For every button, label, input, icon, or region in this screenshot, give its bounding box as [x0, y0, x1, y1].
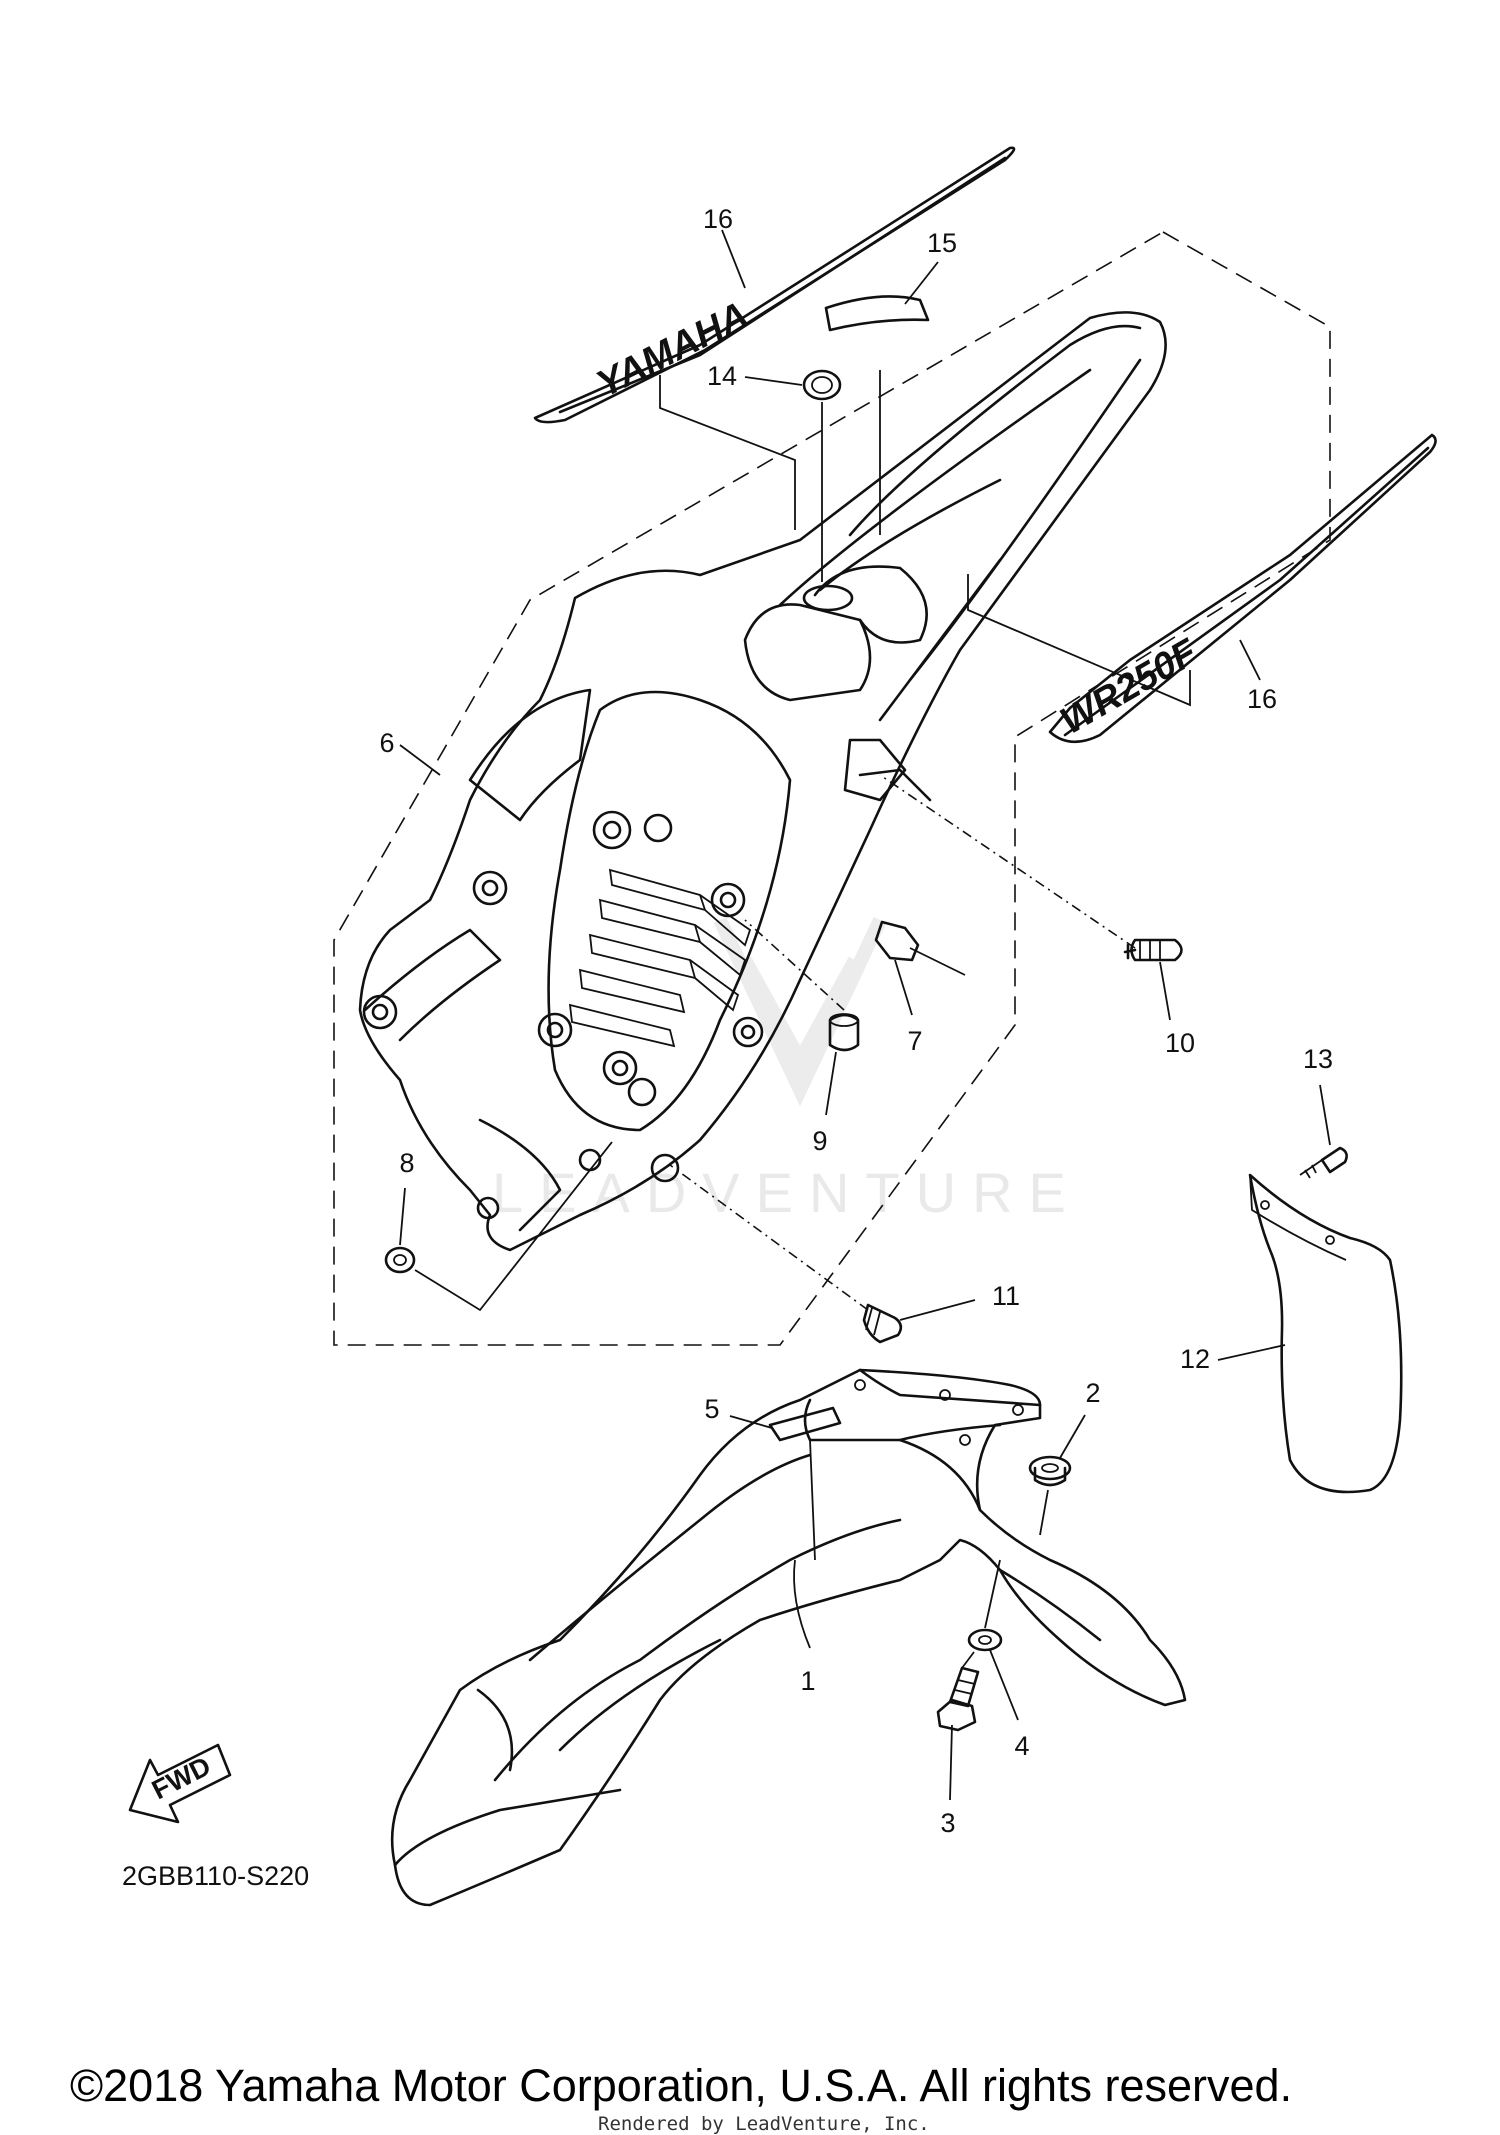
decal-5-attach-line [809, 1439, 816, 1561]
svg-text:8: 8 [399, 1148, 414, 1178]
callout-9: 9 [812, 1051, 837, 1156]
svg-text:7: 7 [907, 1026, 922, 1056]
svg-text:14: 14 [707, 361, 737, 391]
callout-2: 2 [1059, 1378, 1101, 1459]
decal-5 [768, 1406, 842, 1442]
svg-text:4: 4 [1014, 1731, 1029, 1761]
callout-11: 11 [899, 1281, 1020, 1321]
callout-15: 15 [904, 228, 957, 305]
emblem-14 [802, 369, 842, 401]
fwd-label: FWD [147, 1751, 215, 1806]
bolt-3 [936, 1651, 980, 1732]
fwd-arrow-icon: FWD [128, 1743, 232, 1824]
svg-text:15: 15 [927, 228, 957, 258]
nut-7-line [909, 947, 966, 976]
svg-text:1: 1 [800, 1666, 815, 1696]
callout-1: 1 [793, 1559, 816, 1696]
callout-12: 12 [1180, 1344, 1286, 1374]
grommet-2 [1028, 1455, 1072, 1487]
decal-16-right: WR250F [1048, 433, 1437, 744]
callout-13: 13 [1303, 1044, 1333, 1146]
bolt-11 [669, 1164, 903, 1344]
collar-8 [384, 1246, 416, 1274]
svg-text:16: 16 [703, 204, 733, 234]
nut-7 [874, 920, 920, 962]
svg-text:5: 5 [704, 1394, 719, 1424]
decal-right-text: WR250F [1054, 631, 1206, 743]
svg-text:2: 2 [1085, 1378, 1100, 1408]
callout-8: 8 [399, 1148, 415, 1246]
svg-text:13: 13 [1303, 1044, 1333, 1074]
callout-3: 3 [940, 1724, 956, 1838]
rendered-by-credit: Rendered by LeadVenture, Inc. [598, 2113, 930, 2135]
collar-8-attach-line [414, 1141, 613, 1312]
callout-16-right: 16 [1239, 639, 1277, 714]
callout-14: 14 [707, 361, 803, 391]
callout-10: 10 [1159, 961, 1195, 1058]
grommet-2-attach-line [1039, 1489, 1049, 1536]
fender-mount-holes [362, 810, 764, 1220]
rear-fender [358, 311, 1167, 1252]
copyright-notice: ©2018 Yamaha Motor Corporation, U.S.A. A… [70, 2060, 1292, 2111]
callout-7: 7 [894, 959, 923, 1056]
watermark: LEADVENTURE [492, 917, 1082, 1224]
callout-5: 5 [704, 1394, 773, 1429]
front-fender [390, 1368, 1187, 1907]
svg-text:10: 10 [1165, 1028, 1195, 1058]
watermark-text: LEADVENTURE [492, 1161, 1082, 1224]
diagram-code: 2GBB110-S220 [122, 1861, 309, 1891]
washer-4 [967, 1628, 1003, 1652]
svg-text:16: 16 [1247, 684, 1277, 714]
svg-text:6: 6 [379, 728, 394, 758]
svg-text:3: 3 [940, 1808, 955, 1838]
washer-4-attach-line [984, 1559, 1001, 1629]
grommet-9 [744, 919, 860, 1052]
screw-13 [1299, 1146, 1348, 1179]
bolt-10 [879, 774, 1183, 962]
callout-16-left: 16 [703, 204, 746, 289]
mud-flap-12 [1248, 1173, 1403, 1494]
decal-16-right-attach-line [967, 574, 1191, 707]
callout-6: 6 [379, 728, 441, 776]
svg-text:9: 9 [812, 1126, 827, 1156]
callout-4: 4 [989, 1649, 1030, 1761]
decal-16-left-attach-line [659, 375, 796, 530]
decal-15 [824, 295, 930, 332]
svg-text:12: 12 [1180, 1344, 1210, 1374]
svg-text:11: 11 [992, 1281, 1020, 1311]
